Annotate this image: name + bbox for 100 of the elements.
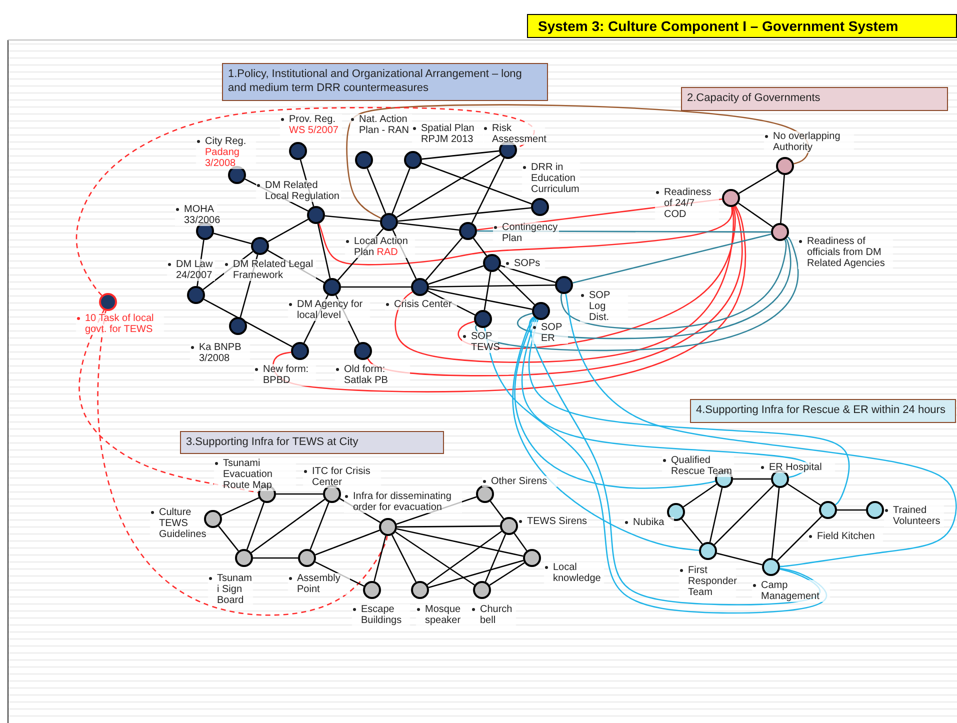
connector-line [489,562,525,586]
node-label: SOP TEWS [462,331,498,353]
node-label: Prov. Reg. WS 5/2007 [280,114,342,136]
connector-line [484,534,506,582]
connector-line [429,284,555,288]
node-label: No overlapping Authority [764,131,854,153]
node-label: DM Related Local Regulation [256,180,341,202]
connector-line [560,239,787,330]
node-label: Infra for disseminating order for evacuation [344,491,462,513]
connector-line [397,525,500,528]
connector-line [738,170,778,194]
node-label: Ka BNPB 3/2008 [190,342,250,364]
node-label: DM Law 24/2007 [167,259,215,281]
connector-line [250,498,326,554]
connector-line [780,174,785,224]
node-label: Qualified Rescue Team [662,455,734,477]
connector-line [276,493,323,495]
connector-line [787,483,821,506]
node-label: Trained Volunteers [884,505,944,527]
connector-line [425,237,463,281]
section-header: 2.Capacity of Governments [681,87,948,111]
connector-line [421,162,532,204]
connector-line [771,488,780,558]
connector-line [374,536,386,582]
connector-line [484,272,492,310]
node-label: Other Sirens [482,476,557,487]
node-label: Church bell [471,604,516,626]
connector-line [268,218,308,242]
connector-line [428,560,524,588]
node-label: SOP Log Dist. [580,290,628,323]
connector-line [498,268,536,306]
connector-line [733,478,771,480]
connector-line [458,206,736,350]
node-label: Contingency Plan [493,222,559,244]
connector-line [392,534,416,582]
connector-line [709,488,723,542]
connector-line [220,497,260,516]
connector-line [716,552,762,566]
connector-line [395,531,475,586]
node-label: Risk Assessment [483,123,545,145]
node-label: Spatial Plan RPJM 2013 [412,123,484,145]
node-label: Escape Buildings [352,604,410,626]
node-label: Nubika [624,517,674,528]
connector-line [776,516,822,562]
node-label: Local knowledge [544,562,604,584]
dashed-connector [97,310,388,616]
connector-line [366,168,386,214]
connector-line [500,265,556,283]
connector-line [422,150,500,160]
node-label: Field Kitchen [808,531,883,542]
connector-line [714,484,774,546]
node-label: Mosque speaker [416,604,471,626]
node-label: DM Agency for local level [288,299,370,321]
connector-line [341,286,411,288]
connector-line [514,532,528,552]
connector-line [204,298,292,348]
connector-line [683,484,717,508]
connector-line [837,509,866,511]
section-header: 4.Supporting Infra for Rescue & ER within 24 hours [690,399,956,423]
connector-line [521,318,808,478]
node-label: Local Action Plan RAD [345,236,415,258]
connector-line [514,318,716,489]
connector-line [246,502,265,550]
connector-line [681,518,703,544]
node-label: SOPs [505,258,545,269]
connector-line [392,168,410,214]
connector-line [565,294,957,568]
node-label: New form: BPBD [254,364,316,386]
connector-line [517,238,792,340]
connector-line [428,265,484,285]
connector-line [218,526,239,552]
connector-line [310,502,330,550]
node-label: Readiness of officials from DM Related Agencies [798,236,893,269]
connector-line [394,206,734,363]
node-label: TEWS Sirens [518,516,588,527]
connector-line [476,236,799,352]
node-label: DRR in Education Curriculum [522,162,580,195]
node-label: DM Related Legal Framework [224,259,316,281]
connector-line [428,288,532,310]
connector-line [738,202,773,228]
node-label: Culture TEWS Guidelines [150,507,204,540]
node-label: 10 Task of local govt. for TEWS [76,313,164,335]
connector-line [490,500,504,520]
connector-line [318,206,733,266]
section-header: 1.Policy, Institutional and Organizational Arrangement – long and medium term DRR countermeasures [222,63,548,101]
node-label: ER Hospital [760,462,835,473]
node-label: Tsunam i Sign Board [208,573,253,606]
node-label: ITC for Crisis Center [303,466,381,488]
connector-line [398,207,532,222]
connector-line [426,530,502,586]
connector-line [272,206,746,392]
node-label: SOP ER [532,322,568,344]
diagram-title: System 3: Culture Component I – Government System [527,14,957,38]
connector-line [214,232,252,244]
node-label: First Responder Team [679,565,736,598]
connector-line [253,557,298,559]
connector-line [512,316,700,551]
connector-line [324,215,380,222]
node-label: Readiness of 24/7 COD [655,187,719,220]
connector-line [472,238,488,256]
